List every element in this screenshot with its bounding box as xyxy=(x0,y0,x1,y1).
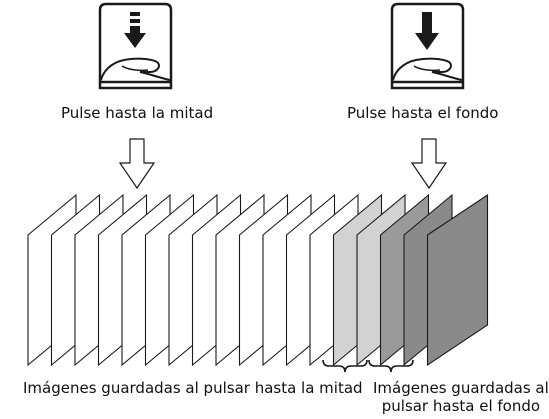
bracket-half-press xyxy=(322,359,368,373)
caption-half-press: Imágenes guardadas al pulsar hasta la mi… xyxy=(23,379,363,397)
hollow-down-arrow-icon xyxy=(118,138,156,190)
image-frame-stack xyxy=(27,193,489,367)
hollow-down-arrow-icon xyxy=(410,138,448,190)
half-press-label: Pulse hasta la mitad xyxy=(61,104,214,122)
shutter-half-press-icon xyxy=(98,2,173,90)
caption-full-press-line2: pulsar hasta el fondo xyxy=(381,397,541,415)
caption-full-press: Imágenes guardadas al pulsar hasta el fo… xyxy=(373,379,549,415)
shutter-full-press-icon xyxy=(390,2,465,90)
full-press-label: Pulse hasta el fondo xyxy=(347,104,499,122)
caption-full-press-line1: Imágenes guardadas al xyxy=(373,379,549,397)
image-frame xyxy=(426,193,489,367)
bracket-full-press xyxy=(368,359,414,373)
